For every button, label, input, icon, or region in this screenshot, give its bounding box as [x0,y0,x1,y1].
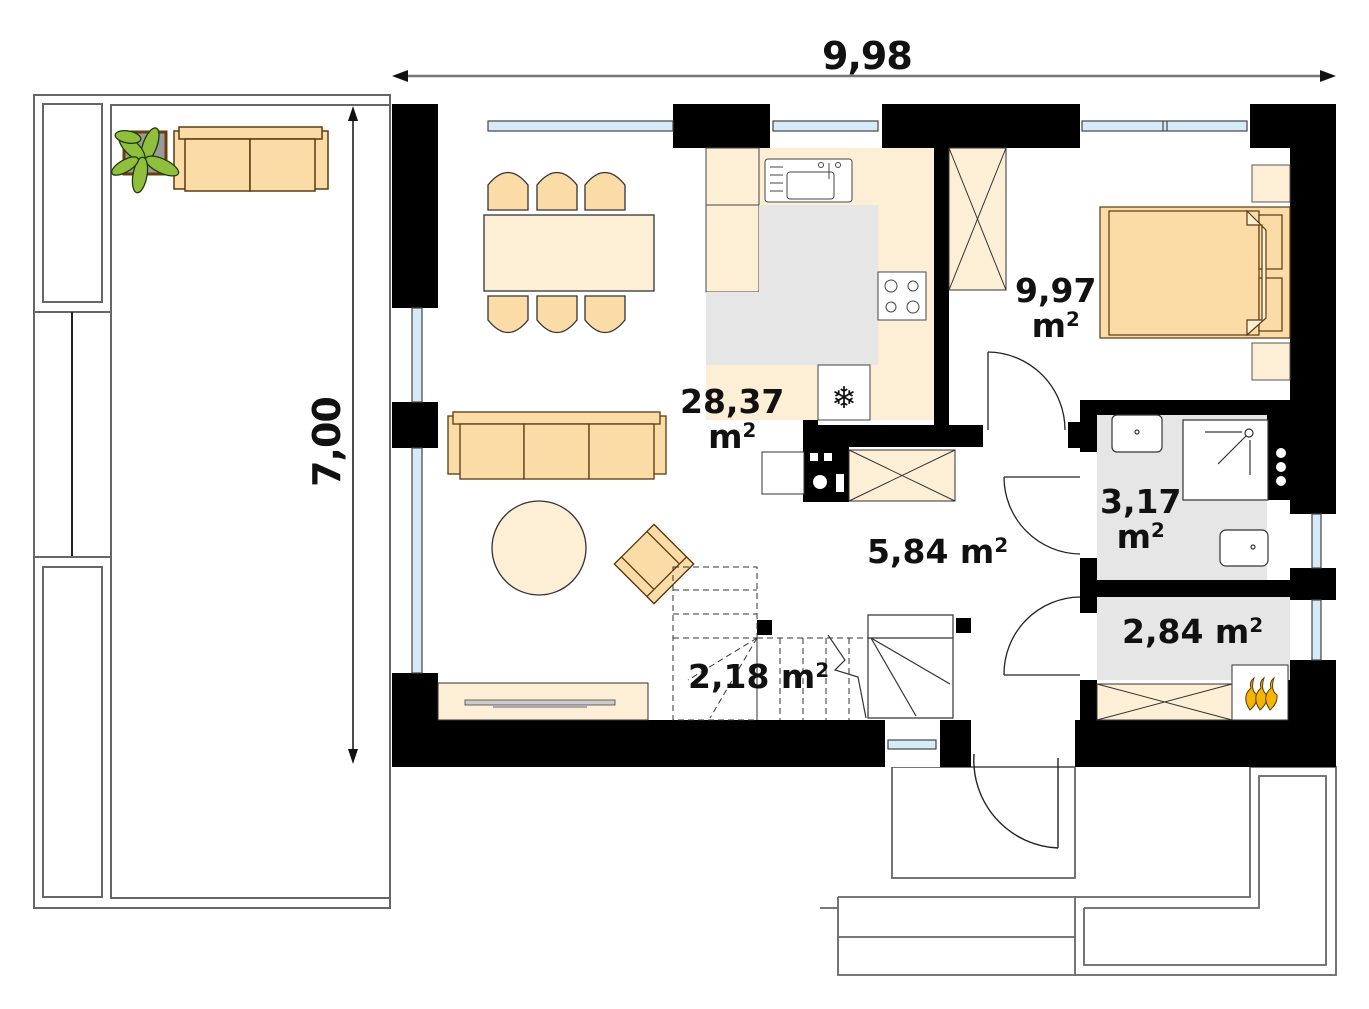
armchair-icon [613,523,695,605]
width-value: 9,98 [822,34,913,78]
entrance-door-swing [973,753,1059,849]
flame-icon [1245,676,1278,711]
room-area-boiler-room: 2,84 m2 [1122,612,1264,651]
room-area-hallway: 5,84 m2 [867,532,1009,571]
room-area-living-kitchen: 28,37 m2 [680,382,785,456]
area-value: 9,97 [1015,271,1097,310]
area-unit: m2 [1116,516,1165,556]
height-dimension-line [348,106,358,764]
area-value: 2,18 [688,657,770,696]
fridge-icon: ❄ [817,364,871,421]
stairs-solid [827,614,954,719]
kitchen: ❄ [705,147,934,421]
entrance-steps [820,766,1337,976]
sofa-icon [447,411,667,480]
washbasin-icon [1111,414,1163,453]
coffee-table-icon [491,500,587,596]
room-area-bedroom: 9,97 m2 [1015,271,1097,345]
terrace [33,94,391,909]
area-unit: m2 [708,416,757,456]
shower-icon [1182,419,1269,501]
bed-icon [1099,206,1291,339]
boiler [1231,664,1289,721]
stove-icon [877,271,927,321]
toilet-icon [1219,505,1290,580]
width-dimension-label: 9,98 [822,34,913,78]
area-value: 5,84 [867,532,949,571]
nightstands [1251,164,1291,381]
sink-icon [764,158,853,203]
tv-cabinet-icon [437,682,649,721]
plant-icon [111,127,180,194]
room-area-stair-storage: 2,18 m2 [688,657,830,696]
ventilation-icon [1276,448,1286,486]
room-area-bathroom: 3,17 m2 [1100,482,1182,556]
walls [392,104,1336,767]
area-unit: m2 [1031,305,1080,345]
bathroom-fixtures [1111,414,1290,580]
dining-table-icon [483,171,655,334]
height-dimension-label: 7,00 [305,397,349,487]
windows [411,104,1336,767]
width-dimension-line [392,70,1336,82]
area-value: 28,37 [680,382,785,421]
snowflake-icon: ❄ [831,381,856,416]
area-value: 3,17 [1100,482,1182,521]
washer-icon [761,451,844,495]
door-swings [987,351,1081,676]
height-value: 7,00 [304,397,349,487]
stairs [672,566,870,721]
terrace-sofa-icon [173,126,329,192]
wardrobes [848,147,1233,721]
area-value: 2,84 [1122,612,1204,651]
